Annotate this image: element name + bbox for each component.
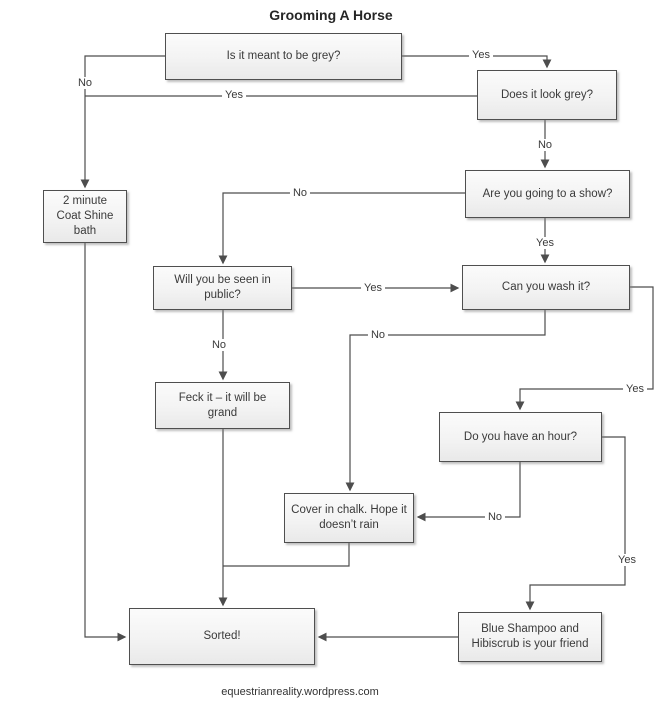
edge-meant-grey-no-line [80, 55, 165, 189]
edge-label-meant-grey-no: No [74, 77, 96, 89]
edge-meant-grey-yes-line [402, 55, 552, 69]
edge-hour-yes-line [525, 436, 626, 611]
node-can-you-wash-it: Can you wash it? [462, 265, 630, 310]
edge-wash-no-line [345, 310, 546, 492]
node-do-you-have-an-hour: Do you have an hour? [439, 412, 602, 462]
node-coat-shine-bath: 2 minute Coat Shine bath [43, 190, 127, 243]
edge-bath-to-sorted-line [84, 243, 127, 642]
node-going-to-a-show: Are you going to a show? [465, 170, 630, 218]
node-feck-it-grand: Feck it – it will be grand [155, 382, 290, 429]
edge-show-no-line [218, 192, 465, 265]
page-title: Grooming A Horse [269, 7, 393, 23]
node-seen-in-public: Will you be seen in public? [153, 266, 292, 310]
edge-label-wash-yes: Yes [623, 383, 647, 395]
edge-label-show-no: No [289, 187, 311, 199]
edge-label-hour-no: No [484, 511, 506, 523]
edge-hour-no-line [416, 462, 521, 522]
edge-wash-yes-line [515, 286, 654, 411]
edge-label-look-grey-no: No [534, 139, 556, 151]
edge-chalk-join-line [223, 543, 350, 567]
edge-label-public-no: No [208, 339, 230, 351]
edge-label-look-grey-yes: Yes [222, 89, 246, 101]
node-is-it-meant-to-be-grey: Is it meant to be grey? [165, 33, 402, 80]
node-sorted: Sorted! [129, 608, 315, 665]
node-cover-in-chalk: Cover in chalk. Hope it doesn’t rain [284, 493, 414, 543]
node-blue-shampoo-hibiscrub: Blue Shampoo and Hibiscrub is your frien… [458, 612, 602, 662]
edge-label-meant-grey-yes: Yes [469, 49, 493, 61]
edge-label-show-yes: Yes [533, 237, 557, 249]
edge-label-hour-yes: Yes [615, 554, 639, 566]
edge-label-wash-no: No [367, 329, 389, 341]
edge-label-public-yes: Yes [361, 282, 385, 294]
footer-url: equestrianreality.wordpress.com [221, 686, 379, 698]
node-does-it-look-grey: Does it look grey? [477, 70, 617, 120]
